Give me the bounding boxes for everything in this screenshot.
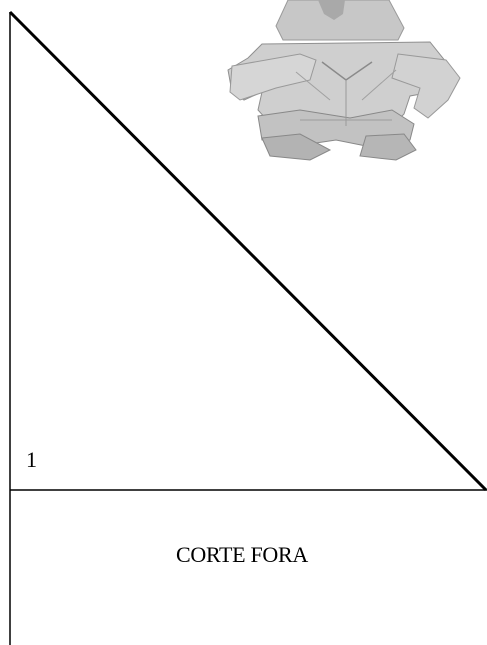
- step-number-label: 1: [26, 447, 37, 473]
- cut-away-label: CORTE FORA: [176, 542, 308, 568]
- origami-figure-illustration: [228, 0, 460, 160]
